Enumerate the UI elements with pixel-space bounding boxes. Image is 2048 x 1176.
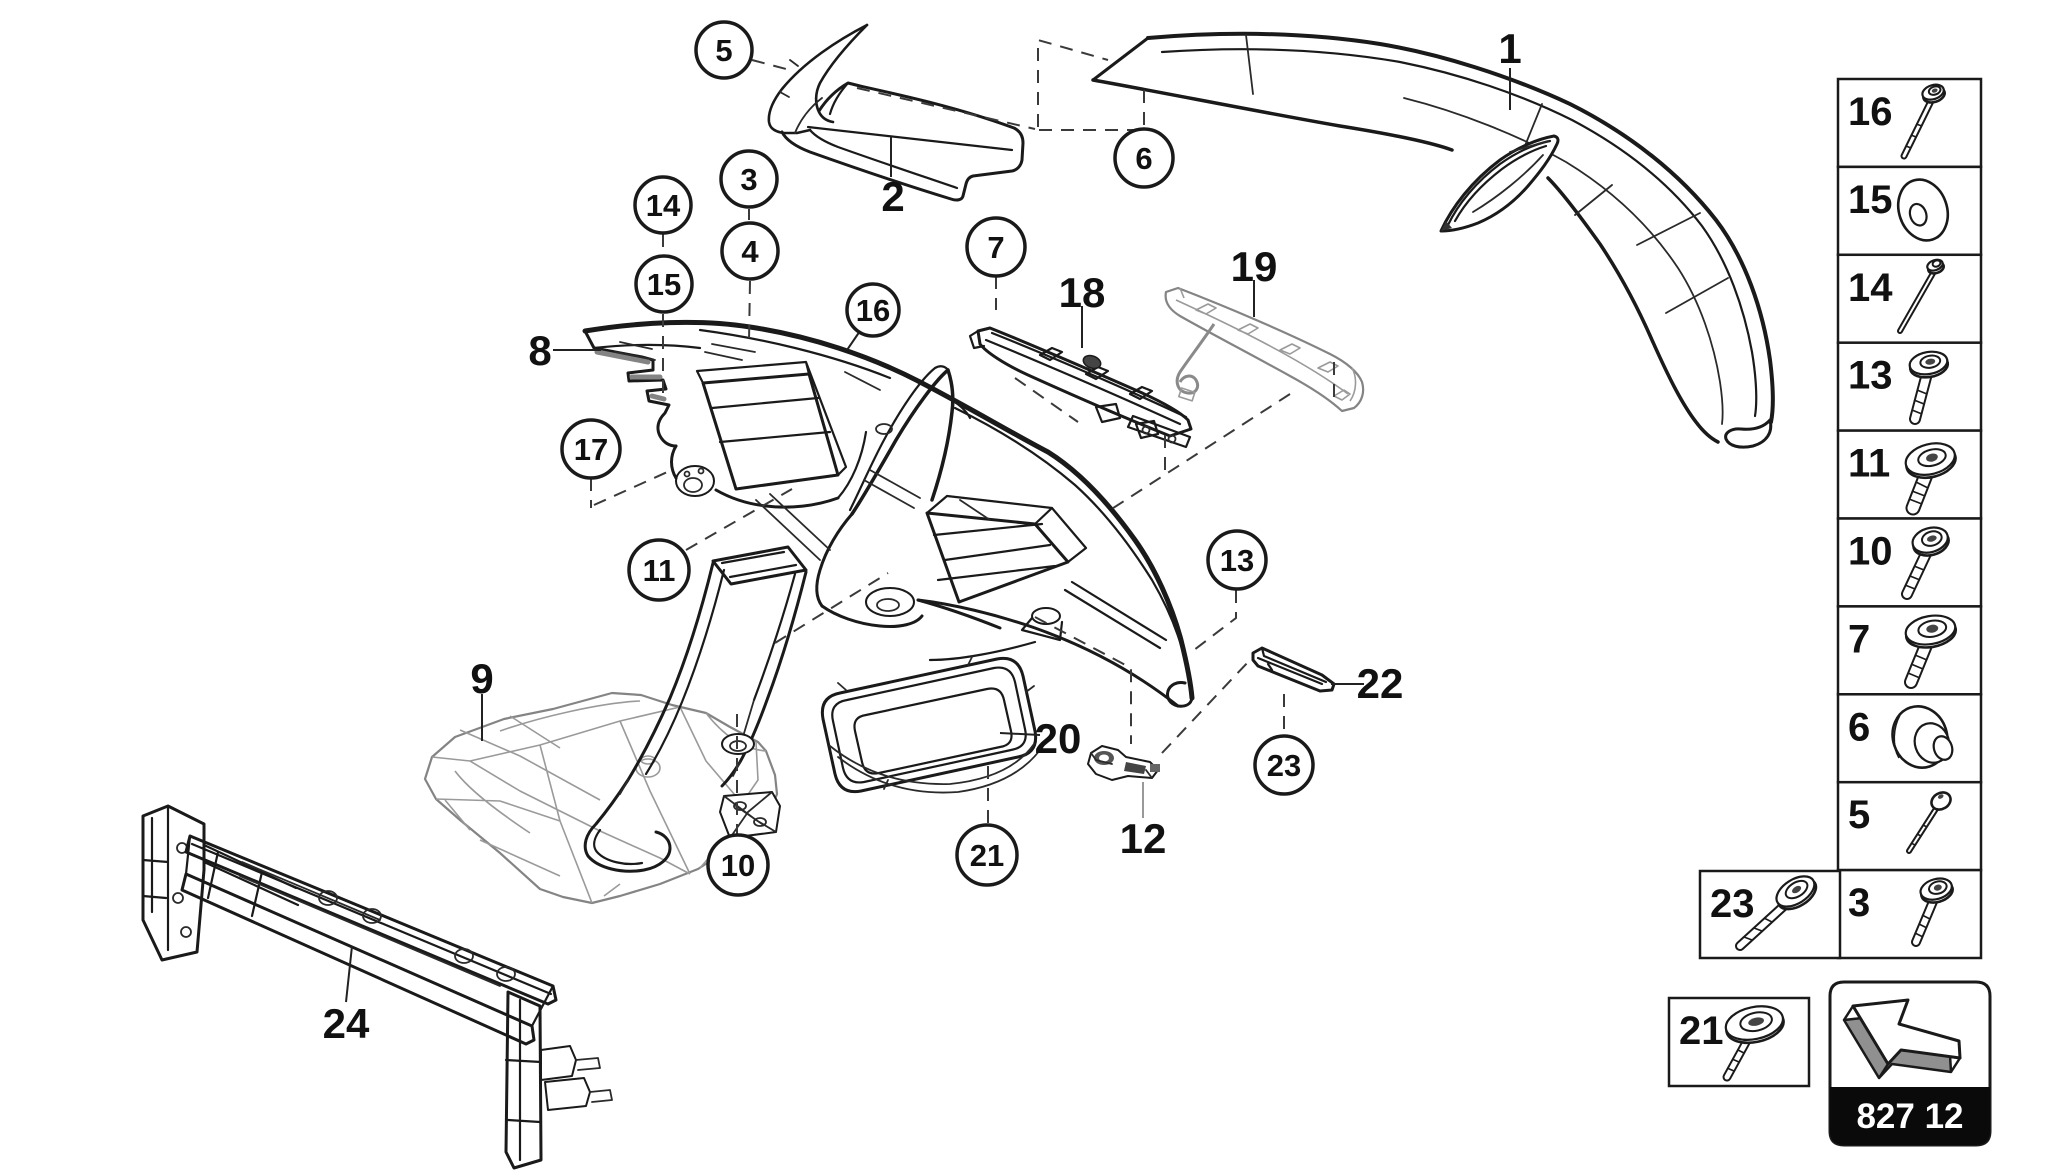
svg-text:5: 5	[715, 33, 732, 68]
svg-text:15: 15	[647, 267, 681, 302]
svg-text:6: 6	[1848, 705, 1870, 749]
svg-text:12: 12	[1120, 815, 1167, 862]
svg-text:11: 11	[643, 553, 676, 588]
svg-text:2: 2	[881, 173, 904, 220]
svg-text:24: 24	[323, 1000, 370, 1047]
svg-text:7: 7	[987, 230, 1004, 265]
svg-text:19: 19	[1231, 243, 1278, 290]
svg-text:17: 17	[574, 432, 608, 467]
svg-text:8: 8	[528, 327, 551, 374]
svg-text:827 12: 827 12	[1856, 1097, 1963, 1136]
svg-text:23: 23	[1710, 882, 1755, 926]
svg-text:5: 5	[1848, 793, 1870, 837]
svg-text:16: 16	[856, 293, 890, 328]
svg-text:14: 14	[646, 188, 681, 223]
svg-text:16: 16	[1848, 90, 1893, 134]
svg-text:14: 14	[1848, 266, 1893, 310]
svg-text:21: 21	[1679, 1009, 1724, 1053]
svg-text:21: 21	[970, 838, 1004, 873]
svg-text:11: 11	[1848, 442, 1890, 486]
svg-text:7: 7	[1848, 617, 1870, 661]
svg-text:23: 23	[1267, 748, 1301, 783]
svg-text:13: 13	[1848, 354, 1893, 398]
svg-text:20: 20	[1035, 715, 1082, 762]
svg-text:10: 10	[1848, 530, 1893, 574]
svg-text:4: 4	[741, 234, 759, 269]
svg-text:22: 22	[1357, 660, 1404, 707]
svg-text:10: 10	[721, 848, 755, 883]
svg-text:9: 9	[470, 655, 493, 702]
svg-text:1: 1	[1498, 25, 1521, 72]
svg-text:3: 3	[1848, 881, 1870, 925]
svg-text:3: 3	[740, 162, 757, 197]
svg-text:18: 18	[1059, 269, 1106, 316]
svg-text:13: 13	[1220, 543, 1254, 578]
svg-text:6: 6	[1135, 141, 1152, 176]
svg-text:15: 15	[1848, 178, 1893, 222]
